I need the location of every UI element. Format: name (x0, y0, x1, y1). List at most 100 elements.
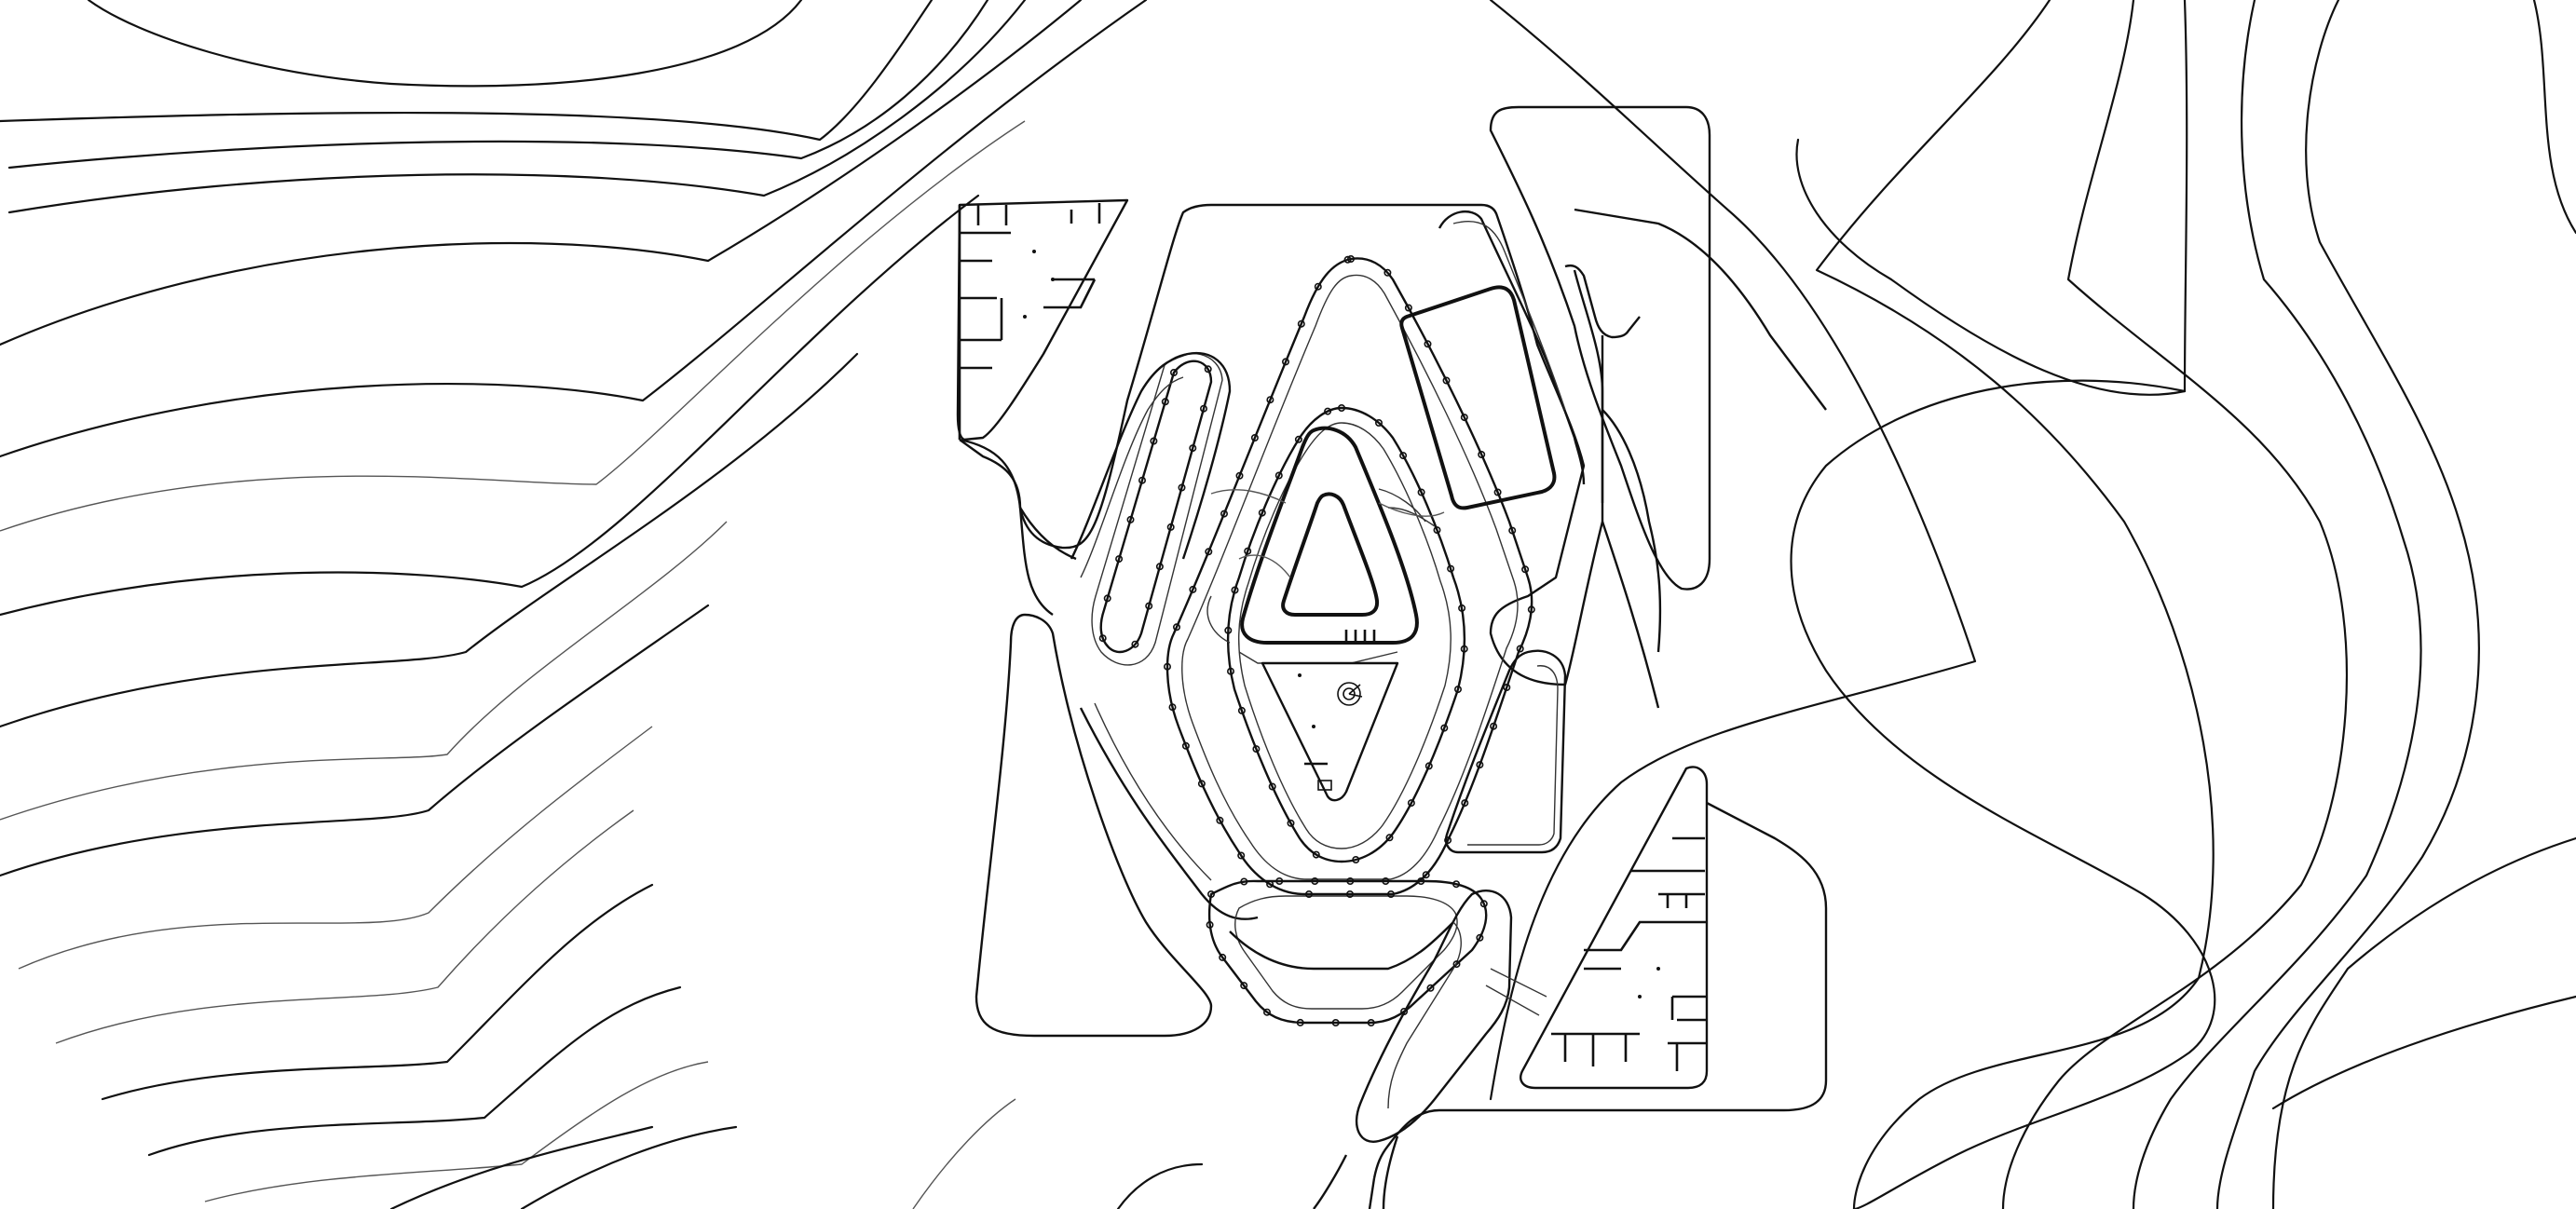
column-dot (1244, 547, 1252, 555)
column-dot (1275, 876, 1284, 885)
column-dot (1305, 890, 1314, 898)
column-dot (1478, 450, 1486, 458)
column-dot (1331, 1019, 1340, 1027)
column-dot (1476, 933, 1484, 942)
column-dot (1126, 515, 1135, 523)
column-dot (1227, 667, 1235, 675)
column-dot (1476, 761, 1484, 769)
column-dot (1452, 960, 1461, 969)
column-dot (1200, 404, 1208, 413)
south-ramp (1355, 890, 1513, 1143)
column-dot (1216, 816, 1224, 824)
contour-lines-east (1489, 0, 2576, 1209)
column-dot (1252, 745, 1261, 754)
column-dot (1294, 435, 1302, 443)
column-dot (1164, 662, 1172, 671)
column-dot (1220, 509, 1229, 518)
column-dot (1207, 890, 1216, 898)
lower-east-slab (1372, 801, 1828, 1179)
column-dot (1440, 724, 1449, 732)
column-dot (1399, 452, 1408, 460)
column-dot (1161, 398, 1169, 406)
column-dot (1324, 407, 1332, 415)
column-dot (1263, 1008, 1272, 1016)
column-dot (1404, 304, 1412, 312)
column-dot (1173, 623, 1181, 632)
column-dot (1346, 876, 1355, 885)
column-dot (1375, 418, 1383, 427)
outer-ring (1165, 257, 1533, 896)
column-dot (1347, 254, 1356, 263)
column-dot (1527, 605, 1535, 614)
core-triangle-outer (1240, 426, 1419, 645)
column-dot (1460, 414, 1468, 422)
column-dot (1458, 604, 1466, 612)
column-dot (1189, 444, 1197, 453)
column-dot (1266, 880, 1274, 889)
column-dot (1433, 526, 1441, 535)
column-dot (1383, 268, 1392, 277)
column-dot (1206, 920, 1214, 929)
column-dot (1417, 488, 1425, 496)
column-dot (1103, 594, 1111, 603)
column-dot (1521, 565, 1530, 574)
column-dot (1442, 376, 1451, 385)
column-dot (1400, 1008, 1409, 1016)
column-dot (1098, 634, 1107, 643)
column-dot (1343, 255, 1352, 264)
column-dot (1224, 626, 1233, 634)
column-dot (1422, 871, 1430, 879)
column-dot (1237, 706, 1246, 714)
column-dot (1204, 365, 1212, 374)
core-triangle-inner (1281, 492, 1380, 617)
column-dot (1178, 483, 1186, 492)
column-dot (1367, 1019, 1375, 1027)
upper-east-slab (1489, 105, 1711, 591)
column-dot (1447, 564, 1455, 573)
column-dot (1166, 523, 1175, 531)
column-dot (1314, 282, 1322, 291)
column-dot (1508, 526, 1517, 535)
column-dot (1424, 340, 1432, 348)
column-dot (1219, 953, 1227, 961)
column-dot (1115, 555, 1124, 564)
column-dot (1240, 877, 1248, 886)
column-dot (1352, 855, 1360, 863)
column-dot (1516, 645, 1524, 653)
column-dot (1338, 403, 1346, 412)
column-dot (1490, 722, 1498, 730)
column-dot (1258, 509, 1266, 517)
column-dot (1189, 585, 1197, 593)
column-dot (1287, 819, 1295, 827)
building-footprint (956, 105, 1828, 1209)
column-dot (1454, 686, 1463, 694)
column-dot (1240, 982, 1248, 990)
column-dot (1479, 900, 1488, 908)
column-dot (1382, 876, 1390, 885)
column-dot (1131, 640, 1139, 648)
column-dot (1250, 433, 1259, 441)
column-dot (1444, 836, 1452, 845)
column-dot (1452, 880, 1461, 889)
contour-lines-west (0, 0, 1204, 1209)
column-dot (1274, 471, 1283, 480)
column-dot (1197, 780, 1206, 788)
column-dot (1268, 782, 1276, 791)
column-dot (1297, 319, 1305, 328)
column-dot (1407, 799, 1415, 808)
column-dot (1460, 645, 1468, 653)
southwest-blade (975, 613, 1213, 1038)
column-dot (1205, 548, 1213, 556)
column-dot (1235, 471, 1244, 480)
column-dot (1385, 834, 1394, 842)
column-dot (1237, 851, 1246, 860)
southeast-wing (1520, 766, 1709, 1090)
column-dot (1426, 984, 1435, 992)
column-dot (1311, 876, 1319, 885)
column-dot (1138, 476, 1147, 484)
column-dot (1424, 762, 1433, 770)
column-dot (1417, 876, 1425, 885)
west-capsule (1099, 360, 1213, 654)
northeast-room (1399, 285, 1557, 510)
inner-ring (1226, 406, 1466, 863)
